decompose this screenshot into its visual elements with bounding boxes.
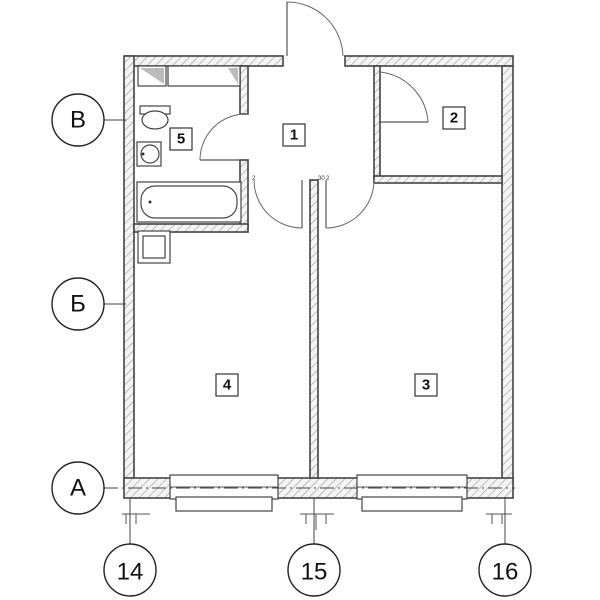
- axis-a-label: А: [70, 475, 86, 502]
- axis-16-label: 16: [492, 559, 519, 586]
- axis-v-label: В: [70, 107, 86, 134]
- axis-15-marker: [287, 543, 341, 597]
- axis-v-marker: [51, 93, 105, 147]
- room-2-label: 2: [450, 110, 458, 127]
- entrance-door: [286, 1, 344, 57]
- bath-wall-right-upper: [239, 65, 249, 115]
- sink-icon: [136, 141, 162, 167]
- axis-b-marker: [51, 277, 105, 331]
- column-ticks: [122, 513, 512, 530]
- shaft-icon: [137, 230, 171, 264]
- window-left: [169, 474, 279, 512]
- room-3-label: 3: [422, 377, 430, 394]
- window-right: [356, 474, 468, 512]
- right-wall: [501, 65, 514, 485]
- room-1-label: 1: [290, 127, 298, 144]
- top-wall-left: [125, 55, 284, 67]
- axis-b-label: Б: [70, 291, 86, 318]
- axis-14-label: 14: [117, 559, 144, 586]
- axis-15-label: 15: [301, 559, 328, 586]
- closet-wall-bottom: [373, 175, 503, 184]
- room3-door: [325, 179, 375, 229]
- closet-door: [379, 71, 429, 123]
- axis-14-marker: [103, 543, 157, 597]
- axis-a-marker: [51, 461, 105, 515]
- closet-wall-left: [373, 65, 381, 181]
- top-wall-right: [344, 55, 514, 67]
- toilet-icon: [139, 105, 171, 130]
- door-mark-right-a: 30: [318, 176, 325, 182]
- bathtub-icon: [136, 181, 242, 223]
- room4-door: [253, 179, 303, 229]
- axis-16-marker: [478, 543, 532, 597]
- vent-shafts: [137, 65, 241, 87]
- room-4-label: 4: [223, 377, 232, 394]
- door-mark-left: 2: [252, 176, 256, 182]
- door-mark-right-b: 2: [326, 176, 330, 182]
- wall-between-4-and-3: [309, 179, 319, 479]
- bathroom-door: [199, 113, 249, 161]
- room-5-label: 5: [177, 131, 185, 148]
- bath-wall-bottom: [133, 223, 249, 233]
